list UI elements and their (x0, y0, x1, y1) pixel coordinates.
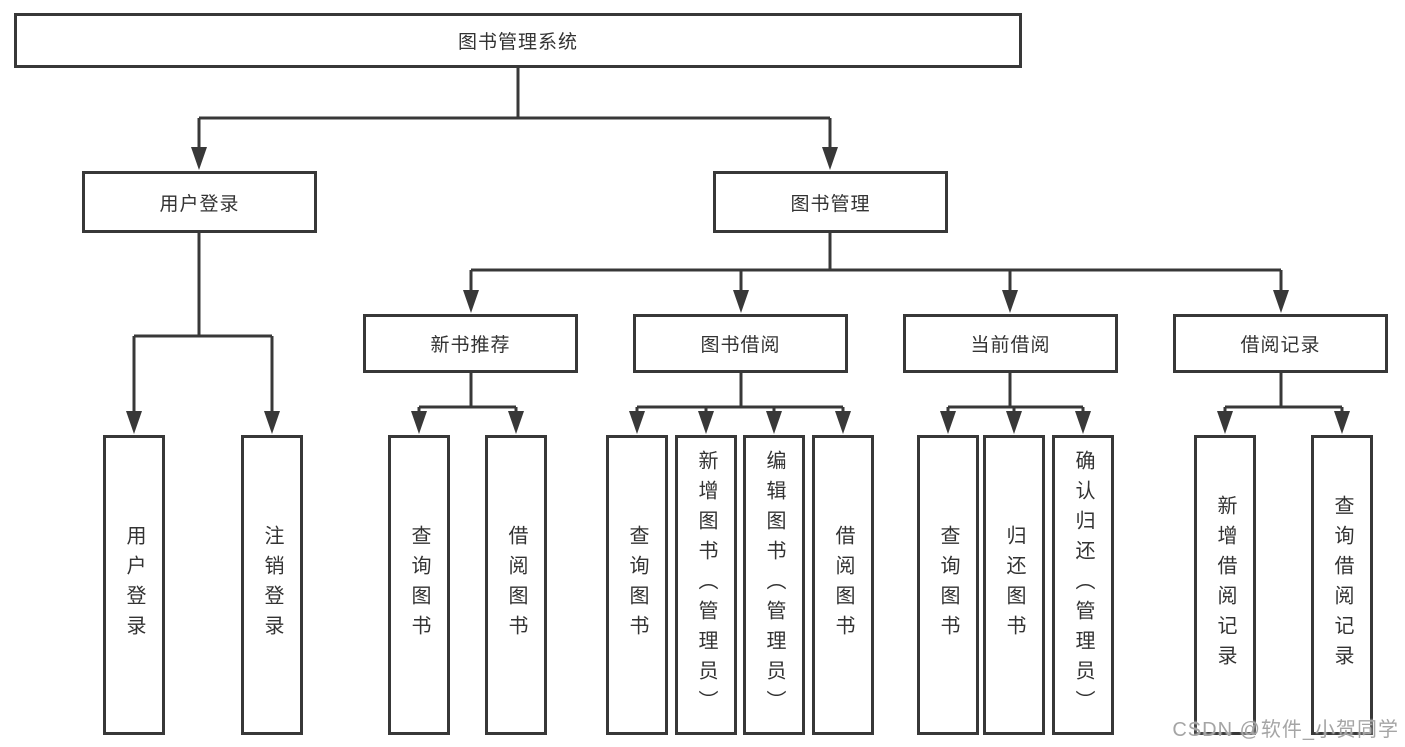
arrow-down-icon (822, 147, 838, 170)
arrow-down-icon (766, 411, 782, 434)
node-query-borrow-record: 查询借阅记录 (1311, 435, 1373, 735)
node-logout: 注销登录 (241, 435, 303, 735)
node-label: 图书借阅 (700, 335, 781, 356)
arrow-down-icon (1002, 290, 1018, 313)
node-label: 新增借阅记录 (1214, 495, 1236, 675)
node-user-login: 用户登录 (82, 171, 317, 233)
node-confirm-return-admin: 确认归还（管理员） (1052, 435, 1114, 735)
node-add-borrow-record: 新增借阅记录 (1194, 435, 1256, 735)
arrow-down-icon (1217, 411, 1233, 434)
node-label: 编辑图书（管理员） (763, 450, 785, 720)
watermark-text: CSDN @软件_小贺同学 (1172, 719, 1399, 741)
node-user-login-leaf: 用户登录 (103, 435, 165, 735)
node-label: 借阅图书 (832, 525, 854, 645)
node-label: 借阅记录 (1240, 335, 1321, 356)
arrow-down-icon (508, 411, 524, 434)
node-label: 当前借阅 (970, 335, 1051, 356)
node-label: 查询图书 (626, 525, 648, 645)
node-label: 新书推荐 (430, 335, 511, 356)
connector-root-to-level2 (191, 68, 838, 170)
node-library-management-system: 图书管理系统 (14, 13, 1022, 68)
node-query-books-current: 查询图书 (917, 435, 979, 735)
node-query-books-borrowing: 查询图书 (606, 435, 668, 735)
node-borrow-books-leaf: 借阅图书 (812, 435, 874, 735)
node-label: 注销登录 (261, 525, 283, 645)
node-current-borrowing: 当前借阅 (903, 314, 1118, 373)
arrow-down-icon (463, 290, 479, 313)
arrow-down-icon (835, 411, 851, 434)
node-label: 归还图书 (1003, 525, 1025, 645)
node-book-borrowing: 图书借阅 (633, 314, 848, 373)
node-label: 查询图书 (408, 525, 430, 645)
node-return-books: 归还图书 (983, 435, 1045, 735)
arrow-down-icon (1273, 290, 1289, 313)
arrow-down-icon (733, 290, 749, 313)
arrow-down-icon (191, 147, 207, 170)
node-label: 确认归还（管理员） (1072, 450, 1094, 720)
node-label: 用户登录 (123, 525, 145, 645)
node-add-book-admin: 新增图书（管理员） (675, 435, 737, 735)
node-label: 查询借阅记录 (1331, 495, 1353, 675)
node-label: 查询图书 (937, 525, 959, 645)
arrow-down-icon (264, 411, 280, 434)
arrow-down-icon (940, 411, 956, 434)
connector-user-login-branch (126, 233, 280, 434)
node-label: 新增图书（管理员） (695, 450, 717, 720)
connector-current-borrowing-branch (940, 373, 1091, 434)
arrow-down-icon (629, 411, 645, 434)
arrow-down-icon (126, 411, 142, 434)
connector-book-management-branch (463, 233, 1289, 313)
node-new-book-recommend: 新书推荐 (363, 314, 578, 373)
node-label: 图书管理系统 (457, 32, 578, 53)
node-edit-book-admin: 编辑图书（管理员） (743, 435, 805, 735)
arrow-down-icon (1006, 411, 1022, 434)
connector-new-book-recommend-branch (411, 373, 524, 434)
arrow-down-icon (698, 411, 714, 434)
connector-book-borrowing-branch (629, 373, 851, 434)
node-borrowing-records: 借阅记录 (1173, 314, 1388, 373)
arrow-down-icon (411, 411, 427, 434)
node-book-management: 图书管理 (713, 171, 948, 233)
arrow-down-icon (1334, 411, 1350, 434)
arrow-down-icon (1075, 411, 1091, 434)
connector-borrowing-records-branch (1217, 373, 1350, 434)
node-borrow-books-recommend: 借阅图书 (485, 435, 547, 735)
node-label: 用户登录 (159, 193, 240, 215)
node-query-books-recommend: 查询图书 (388, 435, 450, 735)
node-label: 图书管理 (790, 193, 871, 215)
node-label: 借阅图书 (505, 525, 527, 645)
